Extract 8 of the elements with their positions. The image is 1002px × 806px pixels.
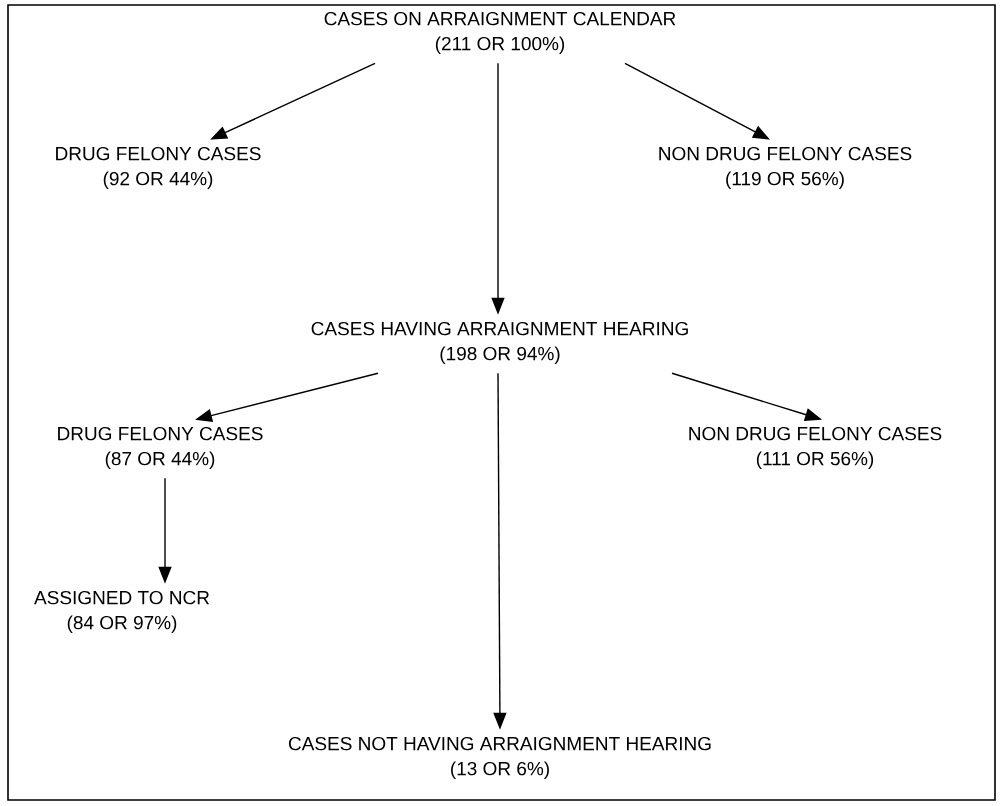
node-label: DRUG FELONY CASES (92 OR 44%) [56, 146, 261, 190]
node-label: ASSIGNED TO NCR (84 OR 97%) [34, 590, 210, 634]
node-label: NON DRUG FELONY CASES (111 OR 56%) [689, 426, 942, 470]
node-label: NON DRUG FELONY CASES (119 OR 56%) [659, 146, 912, 190]
node-label: DRUG FELONY CASES (87 OR 44%) [58, 426, 263, 470]
node-label: CASES NOT HAVING ARRAIGNMENT HEARING (13 OR 6%) [288, 736, 711, 780]
node-label: CASES HAVING ARRAIGNMENT HEARING (198 OR 94%) [311, 321, 688, 365]
node-label: CASES ON ARRAIGNMENT CALENDAR (211 OR 100%) [324, 11, 676, 55]
